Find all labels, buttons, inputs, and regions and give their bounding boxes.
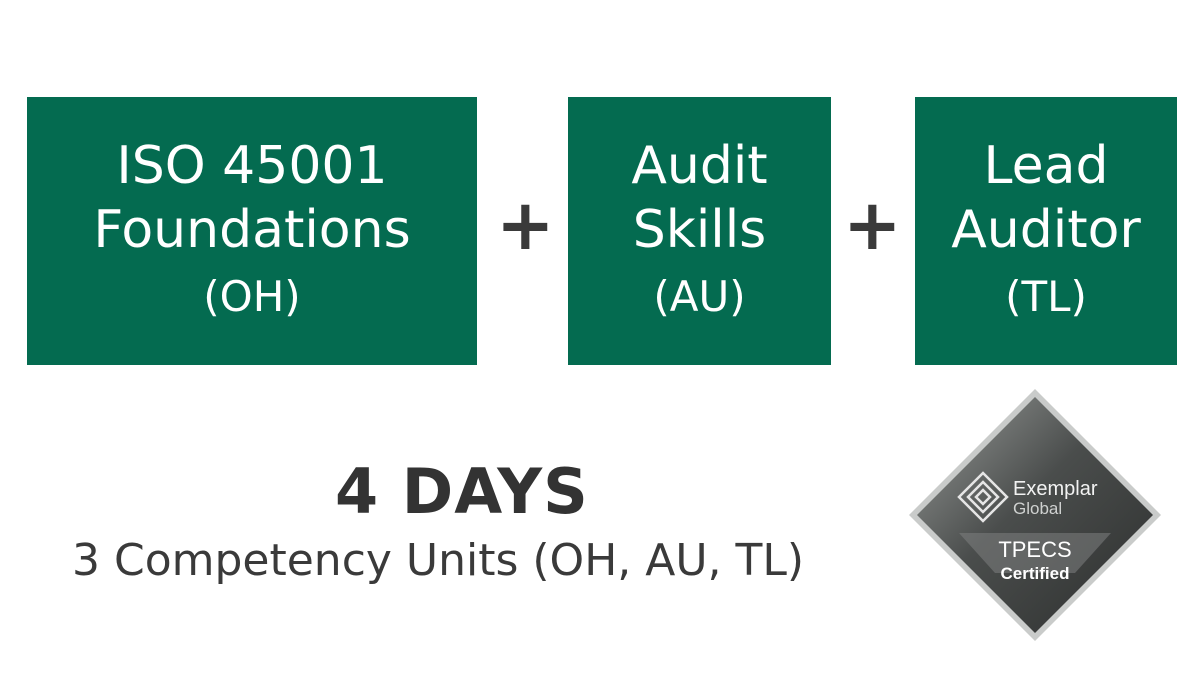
unit-box-au: Audit Skills (AU)	[568, 97, 831, 365]
badge-brand-sub: Global	[1013, 499, 1062, 518]
box-title-line1: Lead	[983, 136, 1109, 196]
box-title-line2: Skills	[632, 200, 767, 260]
badge-cert: TPECS	[998, 537, 1071, 562]
tpecs-certified-badge: Exemplar Global TPECS Certified	[909, 389, 1161, 641]
box-title-line1: Audit	[631, 136, 768, 196]
box-title-line1: ISO 45001	[116, 136, 388, 196]
box-code: (AU)	[653, 272, 746, 321]
box-code: (OH)	[203, 272, 301, 321]
course-duration: 4 DAYS	[335, 455, 589, 528]
plus-icon: +	[843, 184, 902, 266]
box-title-line2: Foundations	[93, 200, 411, 260]
plus-icon: +	[496, 184, 555, 266]
badge-brand: Exemplar	[1013, 478, 1098, 500]
box-title-line2: Auditor	[951, 200, 1141, 260]
exemplar-logo-icon	[957, 471, 1009, 523]
badge-cert-sub: Certified	[1001, 564, 1070, 583]
unit-box-oh: ISO 45001 Foundations (OH)	[27, 97, 477, 365]
competency-units: 3 Competency Units (OH, AU, TL)	[72, 535, 805, 586]
box-code: (TL)	[1005, 272, 1087, 321]
unit-box-tl: Lead Auditor (TL)	[915, 97, 1177, 365]
